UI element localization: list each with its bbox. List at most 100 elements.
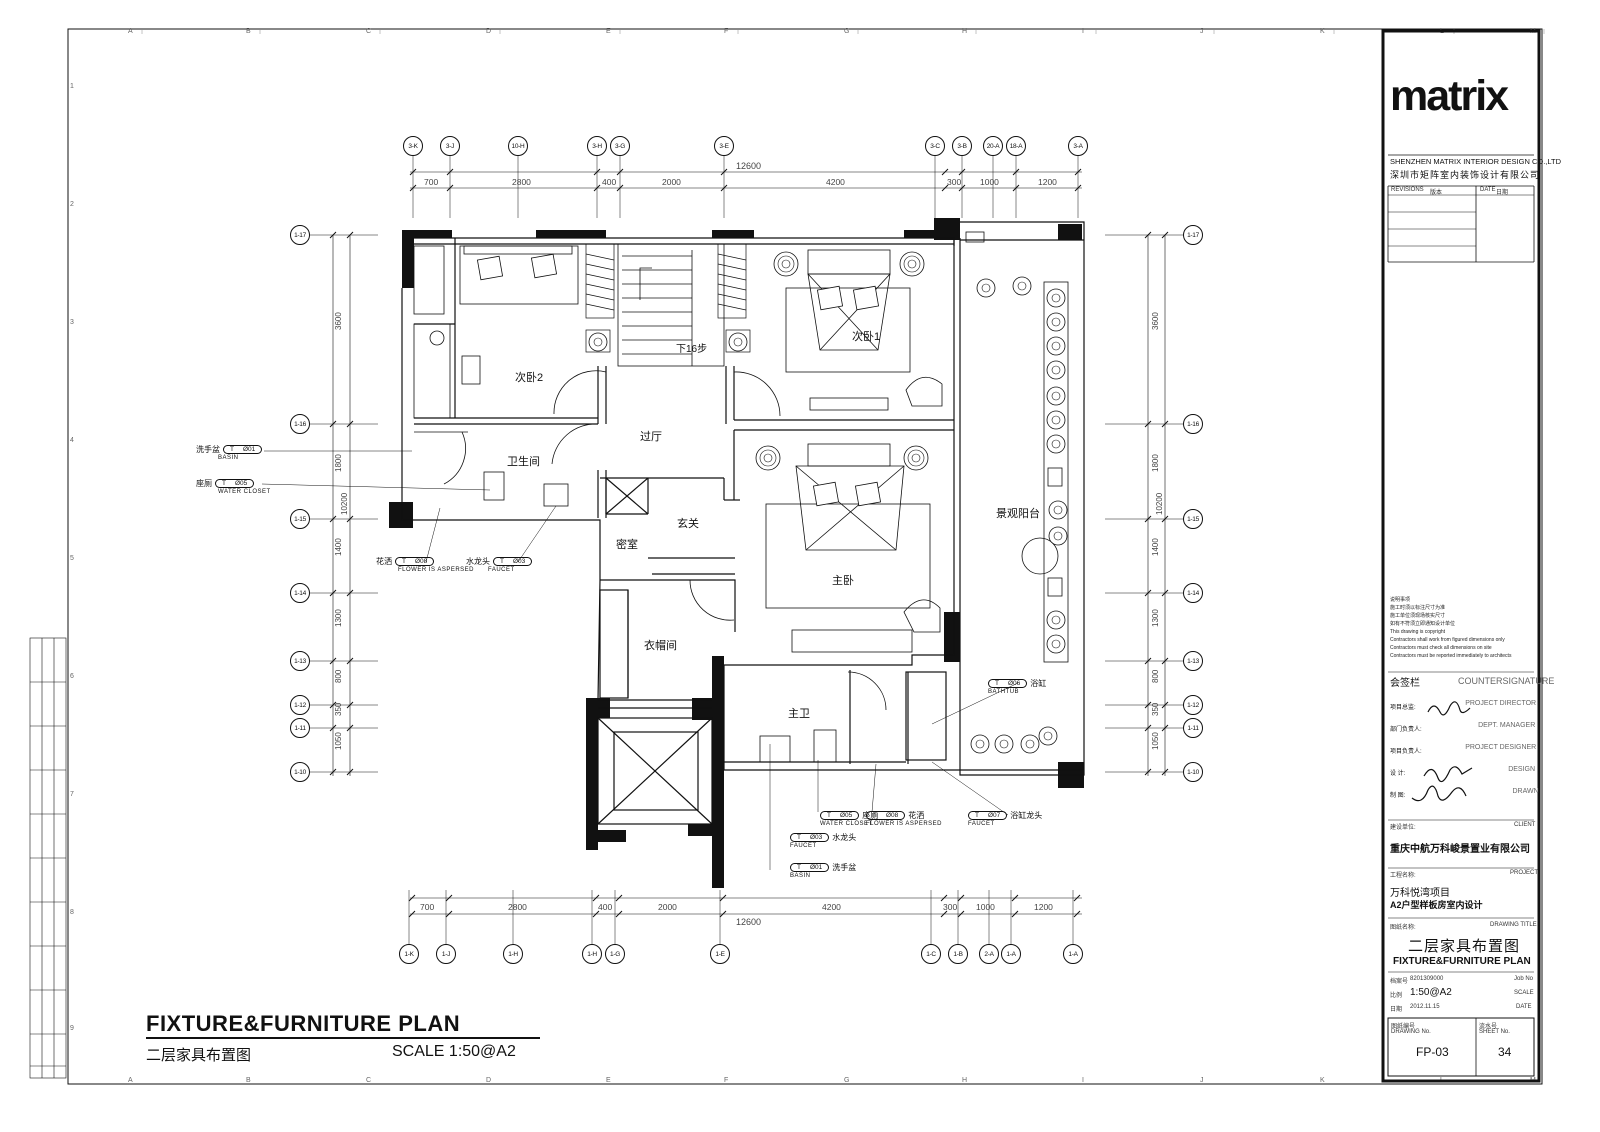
axis-bubble-left: 1-11 [290,718,310,738]
grid-letter: G [844,1077,849,1084]
axis-bubble-bottom: 2-A [979,944,999,964]
room-label-master-bath: 主卫 [788,708,810,720]
job-label-en: Job No [1514,976,1534,982]
fixture-tag-cn: 浴缸 [1030,679,1047,688]
fixture-tag-code: Ø01 [242,446,256,453]
tag-leaders [261,450,1019,870]
axis-bubble-right: 1-14 [1183,583,1203,603]
dim-total-top: 12600 [736,161,762,171]
role-label-en: DESIGN [1508,766,1536,773]
axis-bubble-left: 1-10 [290,762,310,782]
note-line: Contractors shall work from figured dime… [1390,637,1505,643]
room-label-storage: 密室 [616,539,638,551]
grid-letter: I [1082,28,1084,35]
grid-number: 7 [70,791,74,798]
dim-label-top: 2800 [512,177,531,187]
axis-bubble-top: 3-H [587,136,607,156]
axis-bubble-right: 1-15 [1183,509,1203,529]
dim-label-top: 700 [424,177,439,187]
role-label-en: PROJECT DESIGNER [1465,744,1537,751]
grid-number: 1 [70,83,74,90]
signatures [1411,701,1473,802]
fixture-tag-cn: 洗手盆 [832,863,857,872]
axis-bubble-right: 1-13 [1183,651,1203,671]
dim-label-right: 1800 [1151,454,1160,472]
axis-bubble-bottom: 1-J [436,944,456,964]
planter-tree [1046,610,1066,630]
role-label-en: PROJECT DIRECTOR [1465,700,1537,707]
company-name-cn: 深圳市矩阵室内装饰设计有限公司 [1390,170,1541,180]
fixture-tag-en: BASIN [218,455,239,461]
grid-letter: H [962,28,967,35]
tag-type-mark: T [230,446,234,453]
axis-bubble-top: 3-E [714,136,734,156]
dim-label-left: 1800 [334,454,343,472]
fixture-tag-en: FAUCET [968,821,995,827]
staircase [617,243,725,367]
dim-label-right: 3600 [1151,312,1160,330]
note-line: 说明事项 [1390,597,1411,603]
axis-bubble-right: 1-12 [1183,695,1203,715]
plan-scale: SCALE 1:50@A2 [392,1043,516,1060]
grid-letter: E [606,1077,611,1084]
job-number: 8201309000 [1410,976,1444,982]
tag-type-mark: T [402,558,406,565]
plan-title-en: FIXTURE&FURNITURE PLAN [146,1011,461,1036]
plant [728,332,748,352]
note-line: 施工时须以标注尺寸为准 [1390,605,1446,611]
grid-letter: B [246,1077,251,1084]
axis-bubble-bottom: 1-H [503,944,523,964]
note-line: 施工单位须现场核实尺寸 [1390,613,1446,619]
dim-total-left: 10200 [340,492,349,515]
axis-bubble-top: 3-J [440,136,460,156]
sheet-label-en: SHEET No. [1479,1029,1510,1035]
axis-bubble-right: 1-11 [1183,718,1203,738]
axis-bubble-bottom: 1-C [921,944,941,964]
grid-letter: I [1082,1077,1084,1084]
grid-letter: H [962,1077,967,1084]
grid-letter: F [724,1077,728,1084]
planter-tree [1046,360,1066,380]
tag-type-mark: T [797,834,801,841]
role-label-cn: 设 计: [1390,771,1406,777]
dim-label-left: 3600 [334,312,343,330]
fixture-tag-code: Ø08 [885,812,899,819]
tag-type-mark: T [500,558,504,565]
date-label-cn2: 日期 [1390,1007,1403,1013]
fixture-tag-cn: 花洒 [908,811,925,820]
planter-tree [1046,312,1066,332]
axis-bubble-bottom: 1-A [1001,944,1021,964]
dim-label-bottom: 300 [943,902,958,912]
room-label-master-bedroom: 主卧 [832,575,854,587]
grid-number: 6 [70,673,74,680]
dim-total-right: 10200 [1155,492,1164,515]
planter-tree [976,278,996,298]
master-bedroom-furniture [765,443,941,653]
axis-bubble-right: 1-17 [1183,225,1203,245]
planter-tree [1012,276,1032,296]
dim-label-top: 400 [602,177,617,187]
axis-bubble-left: 1-14 [290,583,310,603]
fixture-tag-code: Ø05 [839,812,853,819]
axis-bubble-right: 1-16 [1183,414,1203,434]
axis-bubble-top: 3-C [925,136,945,156]
scale-value: 1:50@A2 [1410,987,1452,998]
planter-tree [1046,434,1066,454]
role-label-cn: 项目总监: [1390,705,1416,711]
tag-type-mark: T [975,812,979,819]
fixture-tag-code: Ø08 [414,558,428,565]
drawing-no-label-en: DRAWING No. [1391,1029,1431,1035]
axis-bubble-bottom: 1-H [582,944,602,964]
role-label-cn: 制 图: [1390,793,1406,799]
client-name: 重庆中航万科峻景置业有限公司 [1390,844,1530,855]
grid-letter: K [1320,28,1325,35]
fixture-tag-en: BASIN [790,873,811,879]
note-line: Contractors must check all dimensions on… [1390,645,1492,651]
